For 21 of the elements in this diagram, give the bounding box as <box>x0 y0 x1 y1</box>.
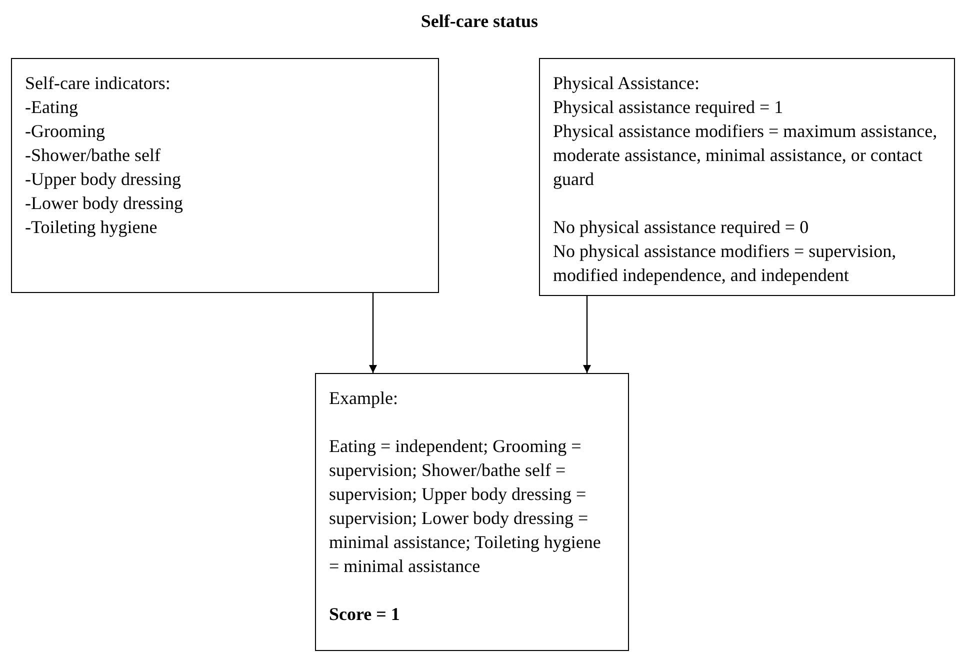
diagram-title: Self-care status <box>420 10 540 33</box>
box-text: No physical assistance modifiers = supervision, modified independence, and independent <box>553 240 898 287</box>
box-text: -Grooming <box>25 120 106 143</box>
box-text: Eating = independent; Grooming = supervision; Shower/bathe self = supervision; Upper body dressing = supervision; Lower body dressing = minimal assistance; Toileting hygiene = minimal assistance <box>329 435 602 578</box>
box-text: -Shower/bathe self <box>25 144 162 167</box>
box-heading: Example: <box>329 387 399 410</box>
box-text: Score = 1 <box>329 603 401 626</box>
arrow <box>369 293 377 373</box>
box-heading: Self-care indicators: <box>25 72 172 95</box>
box-text: Physical assistance required = 1 <box>553 96 784 119</box>
box-text: Physical assistance modifiers = maximum assistance, moderate assistance, minimal assistance, or contact guard <box>553 120 938 191</box>
text-box <box>315 373 629 651</box>
text-box <box>539 58 955 296</box>
box-text: No physical assistance required = 0 <box>553 216 810 239</box>
box-text: -Eating <box>25 96 79 119</box>
arrow <box>583 296 591 373</box>
box-text: -Upper body dressing <box>25 168 182 191</box>
box-text: -Lower body dressing <box>25 192 184 215</box>
box-heading: Physical Assistance: <box>553 72 700 95</box>
box-text: -Toileting hygiene <box>25 216 158 239</box>
text-box <box>11 58 439 293</box>
